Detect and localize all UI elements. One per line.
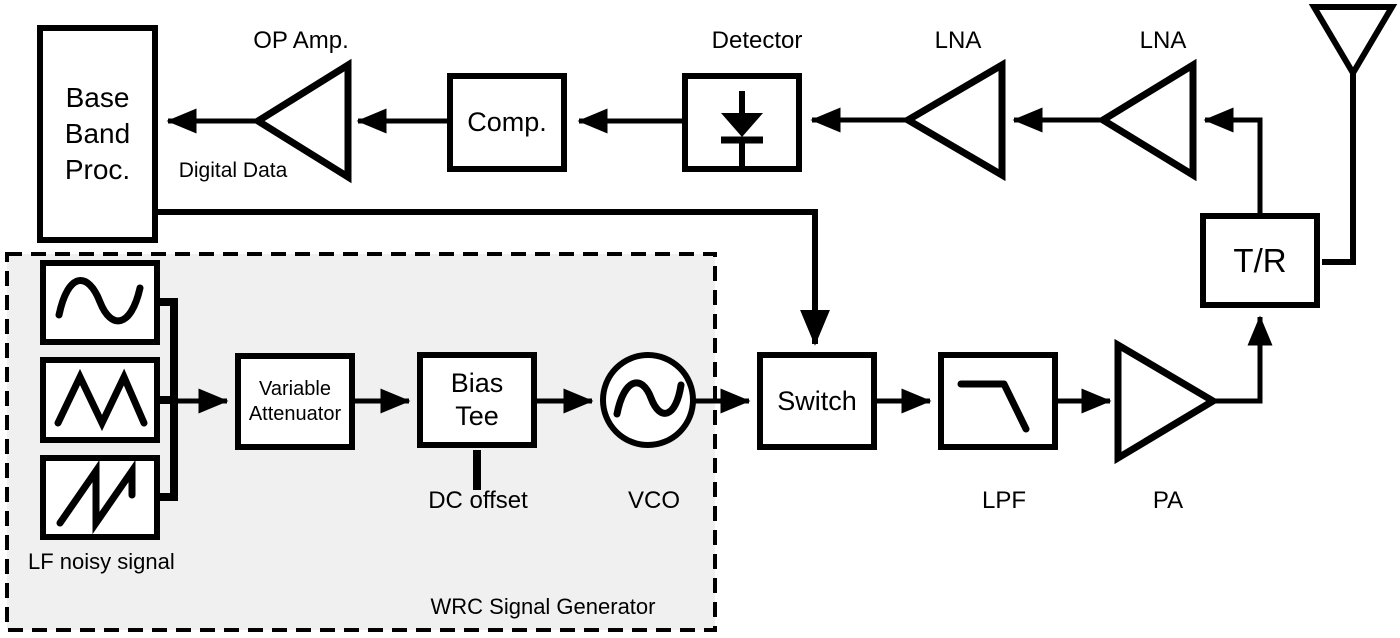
switch-label: Switch <box>777 385 857 416</box>
dc-offset-label: DC offset <box>428 487 528 514</box>
transmit-chain-arrows <box>174 315 1273 414</box>
base-band-proc-label-line3: Proc. <box>64 154 131 185</box>
lowpass-response-icon <box>957 380 1030 433</box>
antenna-feed-line <box>1322 73 1356 265</box>
pa-label: PA <box>1152 487 1184 514</box>
op-amp-label: OP Amp. <box>253 27 349 54</box>
lna2-amplifier-icon <box>1096 58 1197 182</box>
lpf-box <box>938 352 1058 450</box>
lf-noisy-signal-label: LF noisy signal <box>28 549 175 574</box>
triangle-wave-icon <box>54 368 148 432</box>
arrow-tr-to-lna2 <box>1203 107 1263 214</box>
arrow-baseband-to-switch <box>158 209 830 346</box>
antenna-icon <box>1308 3 1398 79</box>
op-amp-icon <box>251 58 352 184</box>
base-band-proc-label-line1: Base <box>65 82 130 113</box>
lna1-label: LNA <box>934 27 982 54</box>
tr-switch-label: T/R <box>1233 241 1287 279</box>
bias-tee-label-line1: Bias <box>450 368 504 398</box>
lna2-label: LNA <box>1139 27 1187 54</box>
comparator-box: Comp. <box>447 73 567 172</box>
lna1-amplifier-icon <box>901 58 1006 182</box>
detector-label: Detector <box>711 27 803 54</box>
sine-generator-box <box>40 260 160 345</box>
sawtooth-generator-box <box>40 455 160 540</box>
detector-box <box>682 73 802 172</box>
tr-switch-box: T/R <box>1200 213 1320 308</box>
vco-box <box>600 352 696 448</box>
oscillator-sine-icon <box>613 379 685 418</box>
pa-amplifier-icon <box>1114 338 1220 465</box>
variable-attenuator-label-line1: Variable <box>259 377 331 400</box>
variable-attenuator-label-line2: Attenuator <box>248 402 342 425</box>
lpf-label: LPF <box>981 487 1027 514</box>
generator-bus <box>158 298 178 501</box>
diode-icon <box>721 91 763 166</box>
sawtooth-wave-icon <box>56 461 136 534</box>
wrc-signal-generator-label: WRC Signal Generator <box>430 594 656 619</box>
vco-label: VCO <box>627 487 681 514</box>
sine-wave-icon <box>55 277 144 325</box>
bias-tee-label-line2: Tee <box>455 401 499 431</box>
triangle-generator-box <box>40 357 160 443</box>
base-band-proc-box: Base Band Proc. <box>37 25 158 243</box>
comparator-label: Comp. <box>467 107 547 137</box>
switch-box: Switch <box>757 352 877 450</box>
bias-tee-box: Bias Tee <box>417 352 537 448</box>
variable-attenuator-box: Variable Attenuator <box>235 353 355 450</box>
base-band-proc-label-line2: Band <box>64 118 131 149</box>
receive-chain-arrows <box>166 107 1263 214</box>
arrow-pa-to-tr <box>1213 315 1273 404</box>
digital-data-label: Digital Data <box>178 159 288 182</box>
